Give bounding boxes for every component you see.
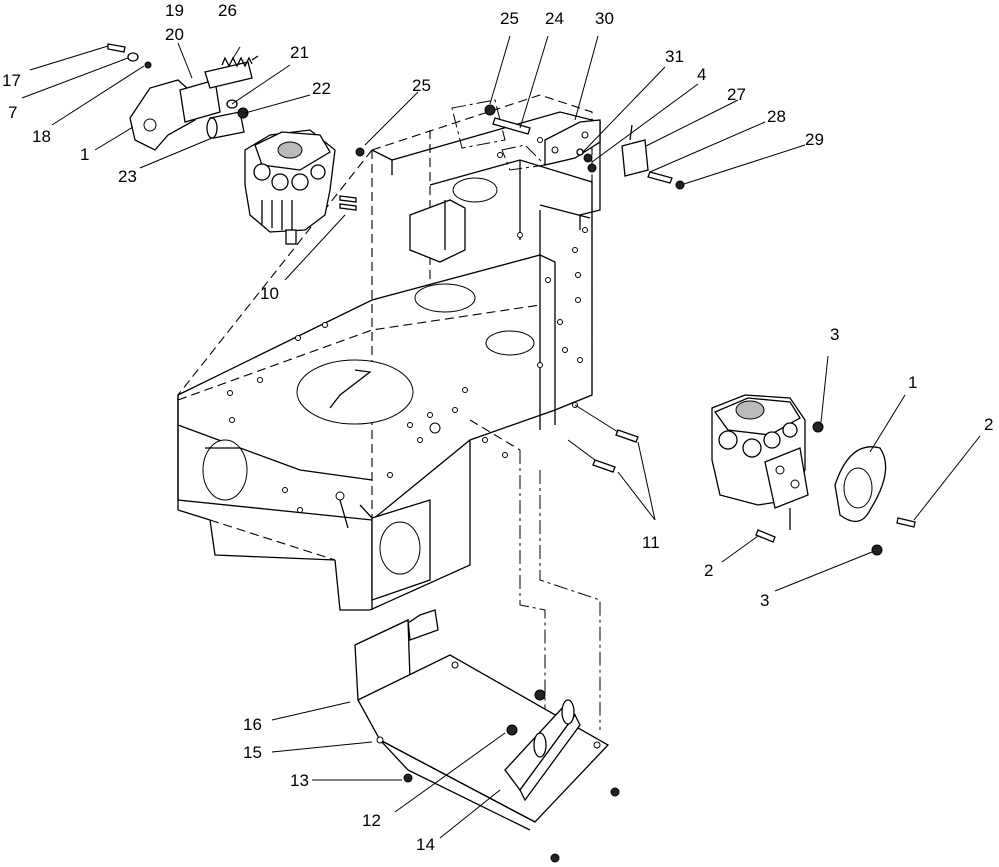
callout-28: 28 — [767, 107, 786, 126]
frame-holes — [227, 137, 588, 513]
callout-14: 14 — [416, 835, 435, 854]
hydraulic-pump-left — [244, 129, 336, 245]
callout-17: 17 — [2, 71, 21, 90]
bolts-11 — [567, 404, 639, 473]
callout-13: 13 — [290, 771, 309, 790]
callout-1: 1 — [80, 145, 89, 164]
callout-31: 31 — [665, 47, 684, 66]
callout-18: 18 — [32, 127, 51, 146]
callout-29: 29 — [805, 130, 824, 149]
callout-30: 30 — [595, 9, 614, 28]
callout-24: 24 — [545, 9, 564, 28]
callout-19: 19 — [165, 1, 184, 20]
bottom-plate-assembly — [354, 450, 620, 863]
callout-21: 21 — [290, 43, 309, 62]
callout-15: 15 — [243, 743, 262, 762]
callout-7: 7 — [8, 103, 17, 122]
callout-27: 27 — [727, 85, 746, 104]
callout-10: 10 — [260, 284, 279, 303]
callout-3-bottom: 3 — [760, 591, 769, 610]
top-right-bracket-parts — [451, 99, 685, 190]
callout-22: 22 — [312, 79, 331, 98]
control-arm-assembly — [107, 43, 259, 151]
callout-2-right: 2 — [984, 415, 993, 434]
callout-25-left: 25 — [412, 76, 431, 95]
callout-11: 11 — [642, 533, 660, 552]
hydraulic-pump-right — [711, 394, 916, 556]
callout-23: 23 — [118, 167, 137, 186]
callout-1-right: 1 — [908, 373, 917, 392]
bolts-10 — [339, 147, 365, 211]
callout-25-right: 25 — [500, 9, 519, 28]
main-frame — [177, 94, 601, 611]
callout-12: 12 — [362, 811, 381, 830]
callout-16: 16 — [243, 715, 262, 734]
callout-4: 4 — [697, 65, 706, 84]
callout-2-left: 2 — [704, 561, 713, 580]
callout-3-top: 3 — [830, 325, 839, 344]
callout-26: 26 — [218, 1, 237, 20]
callout-20: 20 — [165, 25, 184, 44]
leader-lines — [21, 35, 981, 839]
callout-labels: 17 7 18 1 23 19 20 26 21 22 25 10 25 24 … — [2, 1, 993, 854]
